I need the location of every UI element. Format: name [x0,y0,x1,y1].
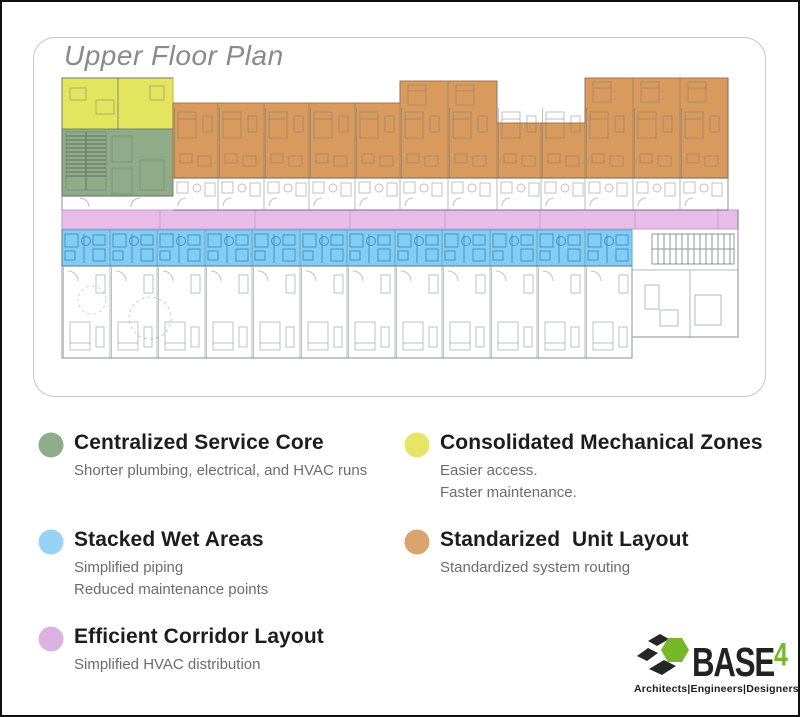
legend-subtitle: Easier access. [440,462,538,480]
legend-title: Consolidated Mechanical Zones [440,431,763,454]
page-title: Upper Floor Plan [64,40,284,71]
plan-linework [65,78,738,358]
base4-logo-mark-icon [637,634,689,675]
legend-subtitle: Simplified piping [74,559,184,577]
logo-4: 4 [774,636,788,673]
building-outline [61,77,739,359]
green-hexagon-icon [661,638,689,662]
base4-logo: BASE4 Architects|Engineers|Designers [634,628,799,695]
legend-item-stacked-wet-areas: Stacked Wet Areas Simplified piping Redu… [38,528,268,601]
plan-furniture-bottom [63,266,629,359]
legend-title: Centralized Service Core [74,431,324,454]
stairs [66,132,735,265]
legend-title: Standarized Unit Layout [440,528,689,551]
yellow-circle-icon [404,432,430,458]
logo-wordmark: BASE4 [692,636,788,686]
pink-circle-icon [38,626,64,652]
legend-item-efficient-corridor-layout: Efficient Corridor Layout Simplified HVA… [38,625,324,676]
legend-subtitle: Faster maintenance. [440,484,577,502]
green-circle-icon [38,432,64,458]
zone-efficient-corridor [61,209,739,230]
blue-circle-icon [38,529,64,555]
legend-item-consolidated-mechanical-zones: Consolidated Mechanical Zones Easier acc… [404,431,763,504]
orange-circle-icon [404,529,430,555]
logo-tagline: Architects|Engineers|Designers [634,683,799,695]
legend-subtitle: Shorter plumbing, electrical, and HVAC r… [74,462,368,480]
legend-subtitle: Reduced maintenance points [74,581,269,599]
legend-subtitle: Standardized system routing [440,559,631,577]
legend-subtitle: Simplified HVAC distribution [74,656,261,674]
legend-item-centralized-service-core: Centralized Service Core Shorter plumbin… [38,431,367,482]
legend-title: Stacked Wet Areas [74,528,264,551]
legend-item-standarized-unit-layout: Standarized Unit Layout Standardized sys… [404,528,689,579]
legend-title: Efficient Corridor Layout [74,625,324,648]
